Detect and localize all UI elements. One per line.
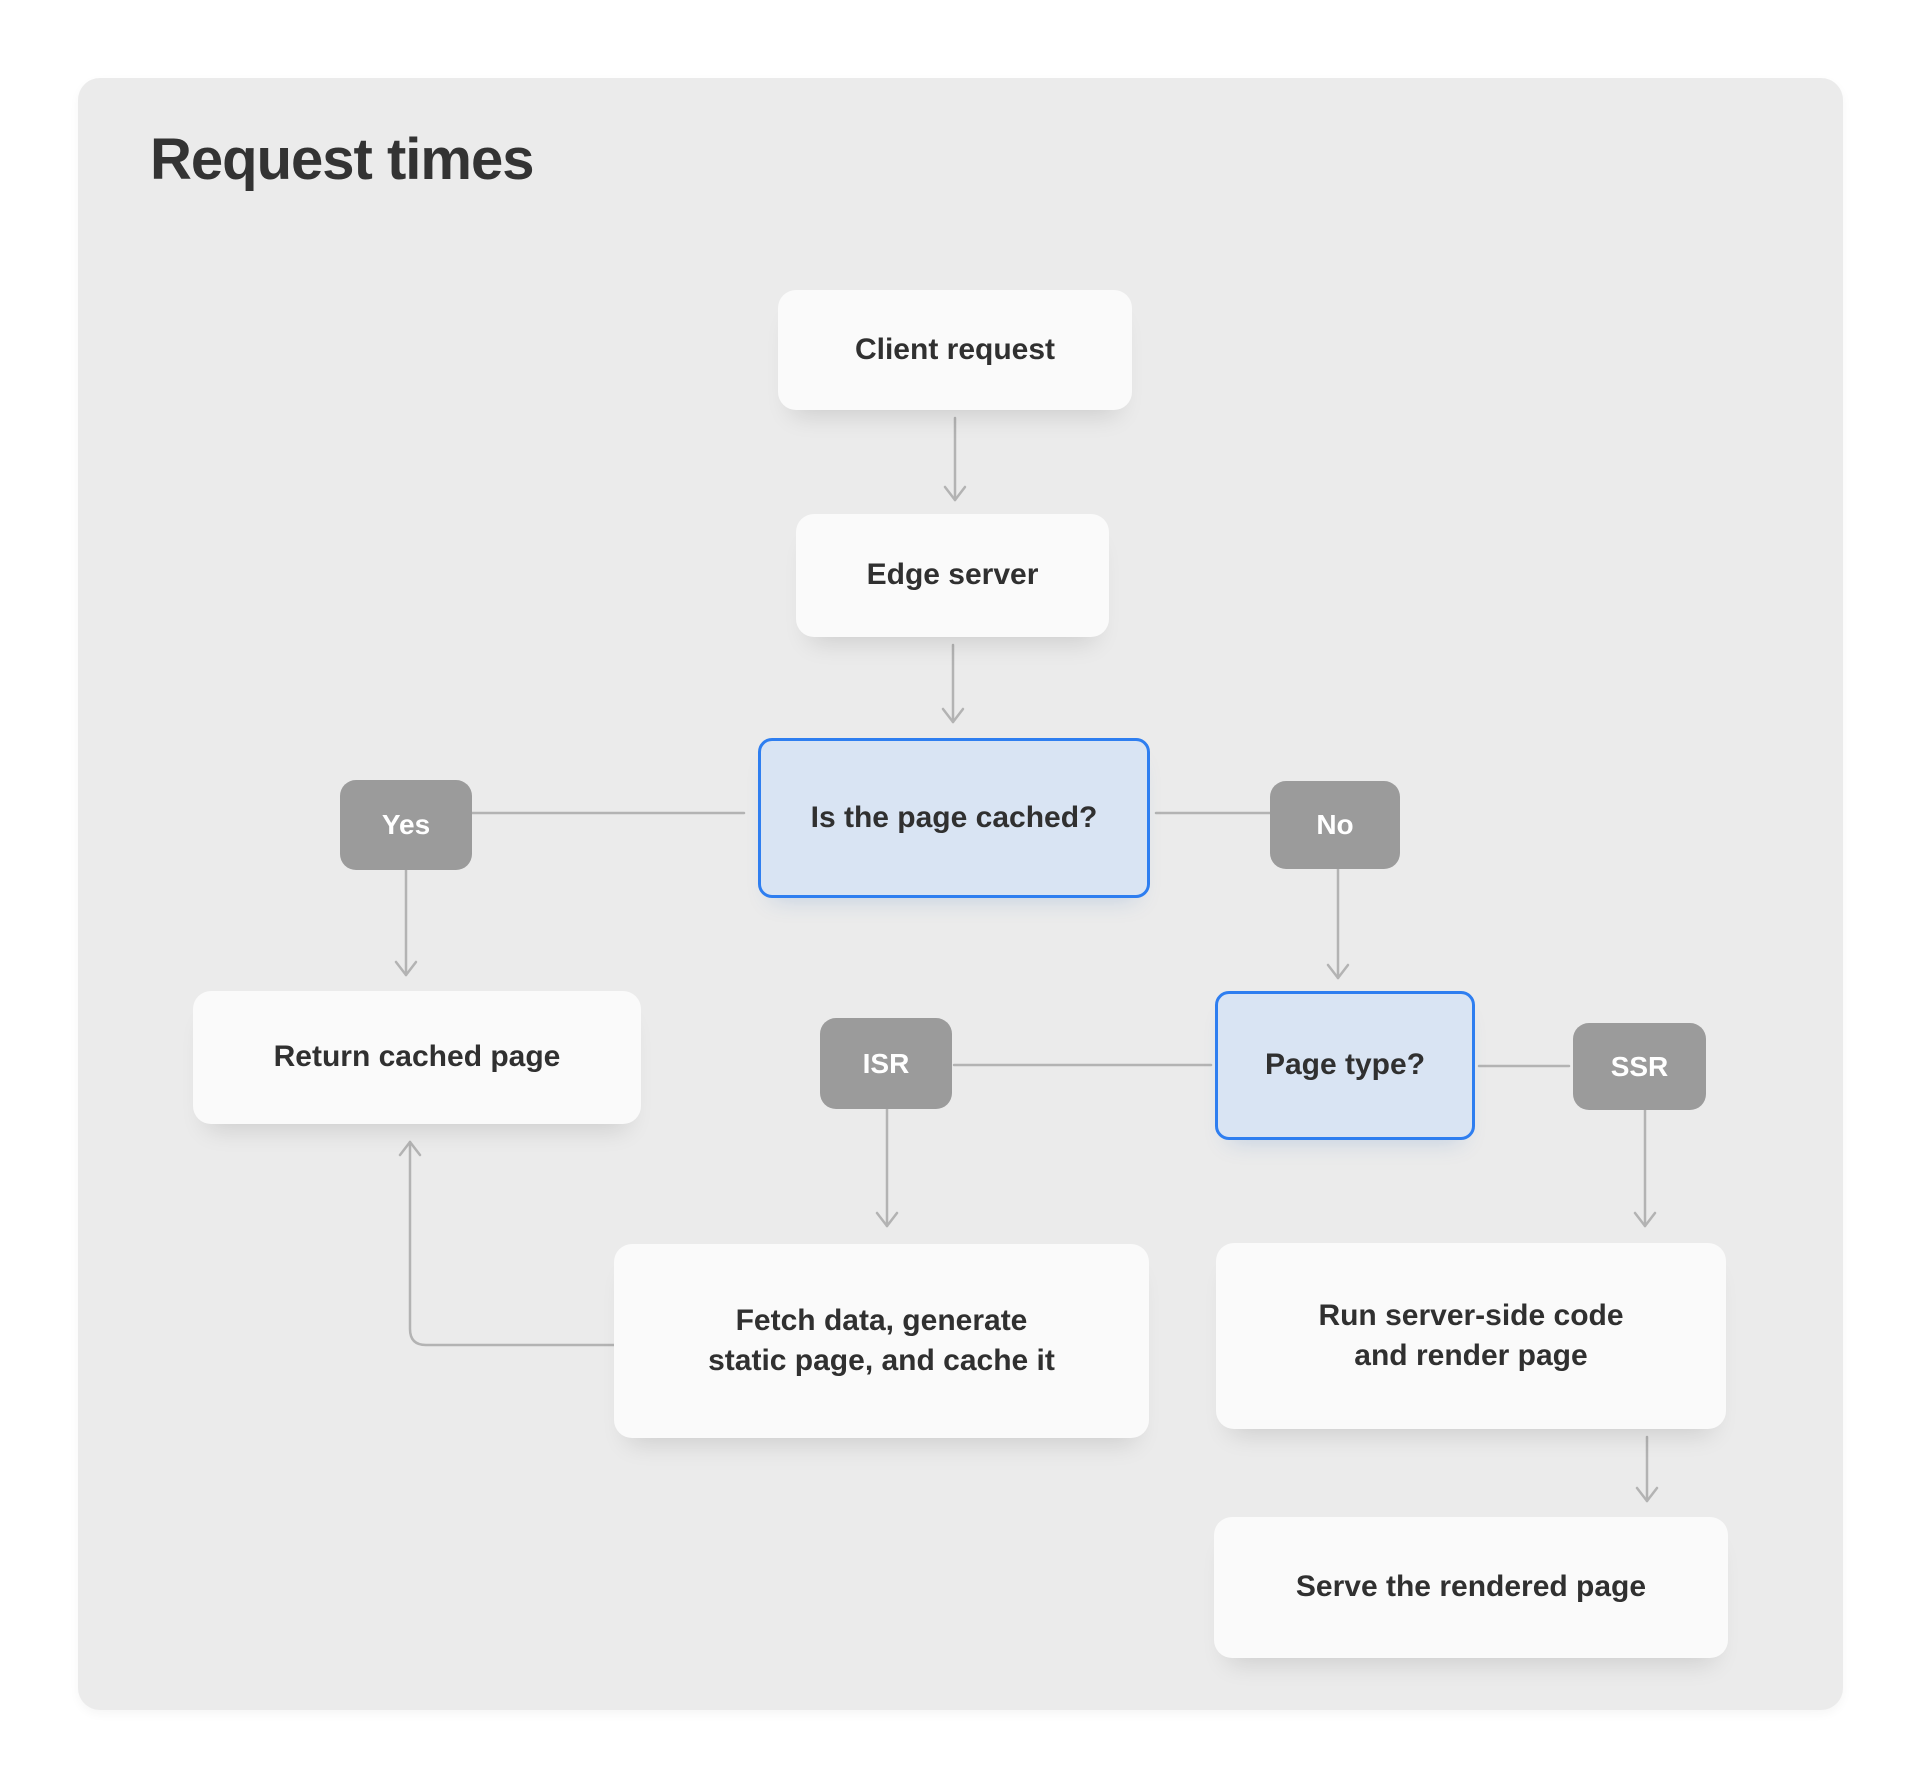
node-edge-server: Edge server — [796, 514, 1109, 637]
page-title: Request times — [150, 127, 534, 192]
node-run-server-side-code: Run server-side code and render page — [1216, 1243, 1726, 1429]
branch-label-no: No — [1270, 781, 1400, 869]
node-return-cached-page: Return cached page — [193, 991, 641, 1124]
node-serve-rendered-page: Serve the rendered page — [1214, 1517, 1728, 1658]
branch-label-ssr: SSR — [1573, 1023, 1706, 1110]
node-fetch-data-generate: Fetch data, generate static page, and ca… — [614, 1244, 1149, 1438]
branch-label-isr: ISR — [820, 1018, 952, 1109]
node-client-request: Client request — [778, 290, 1132, 410]
branch-label-yes: Yes — [340, 780, 472, 870]
node-page-type: Page type? — [1215, 991, 1475, 1140]
node-is-page-cached: Is the page cached? — [758, 738, 1150, 898]
